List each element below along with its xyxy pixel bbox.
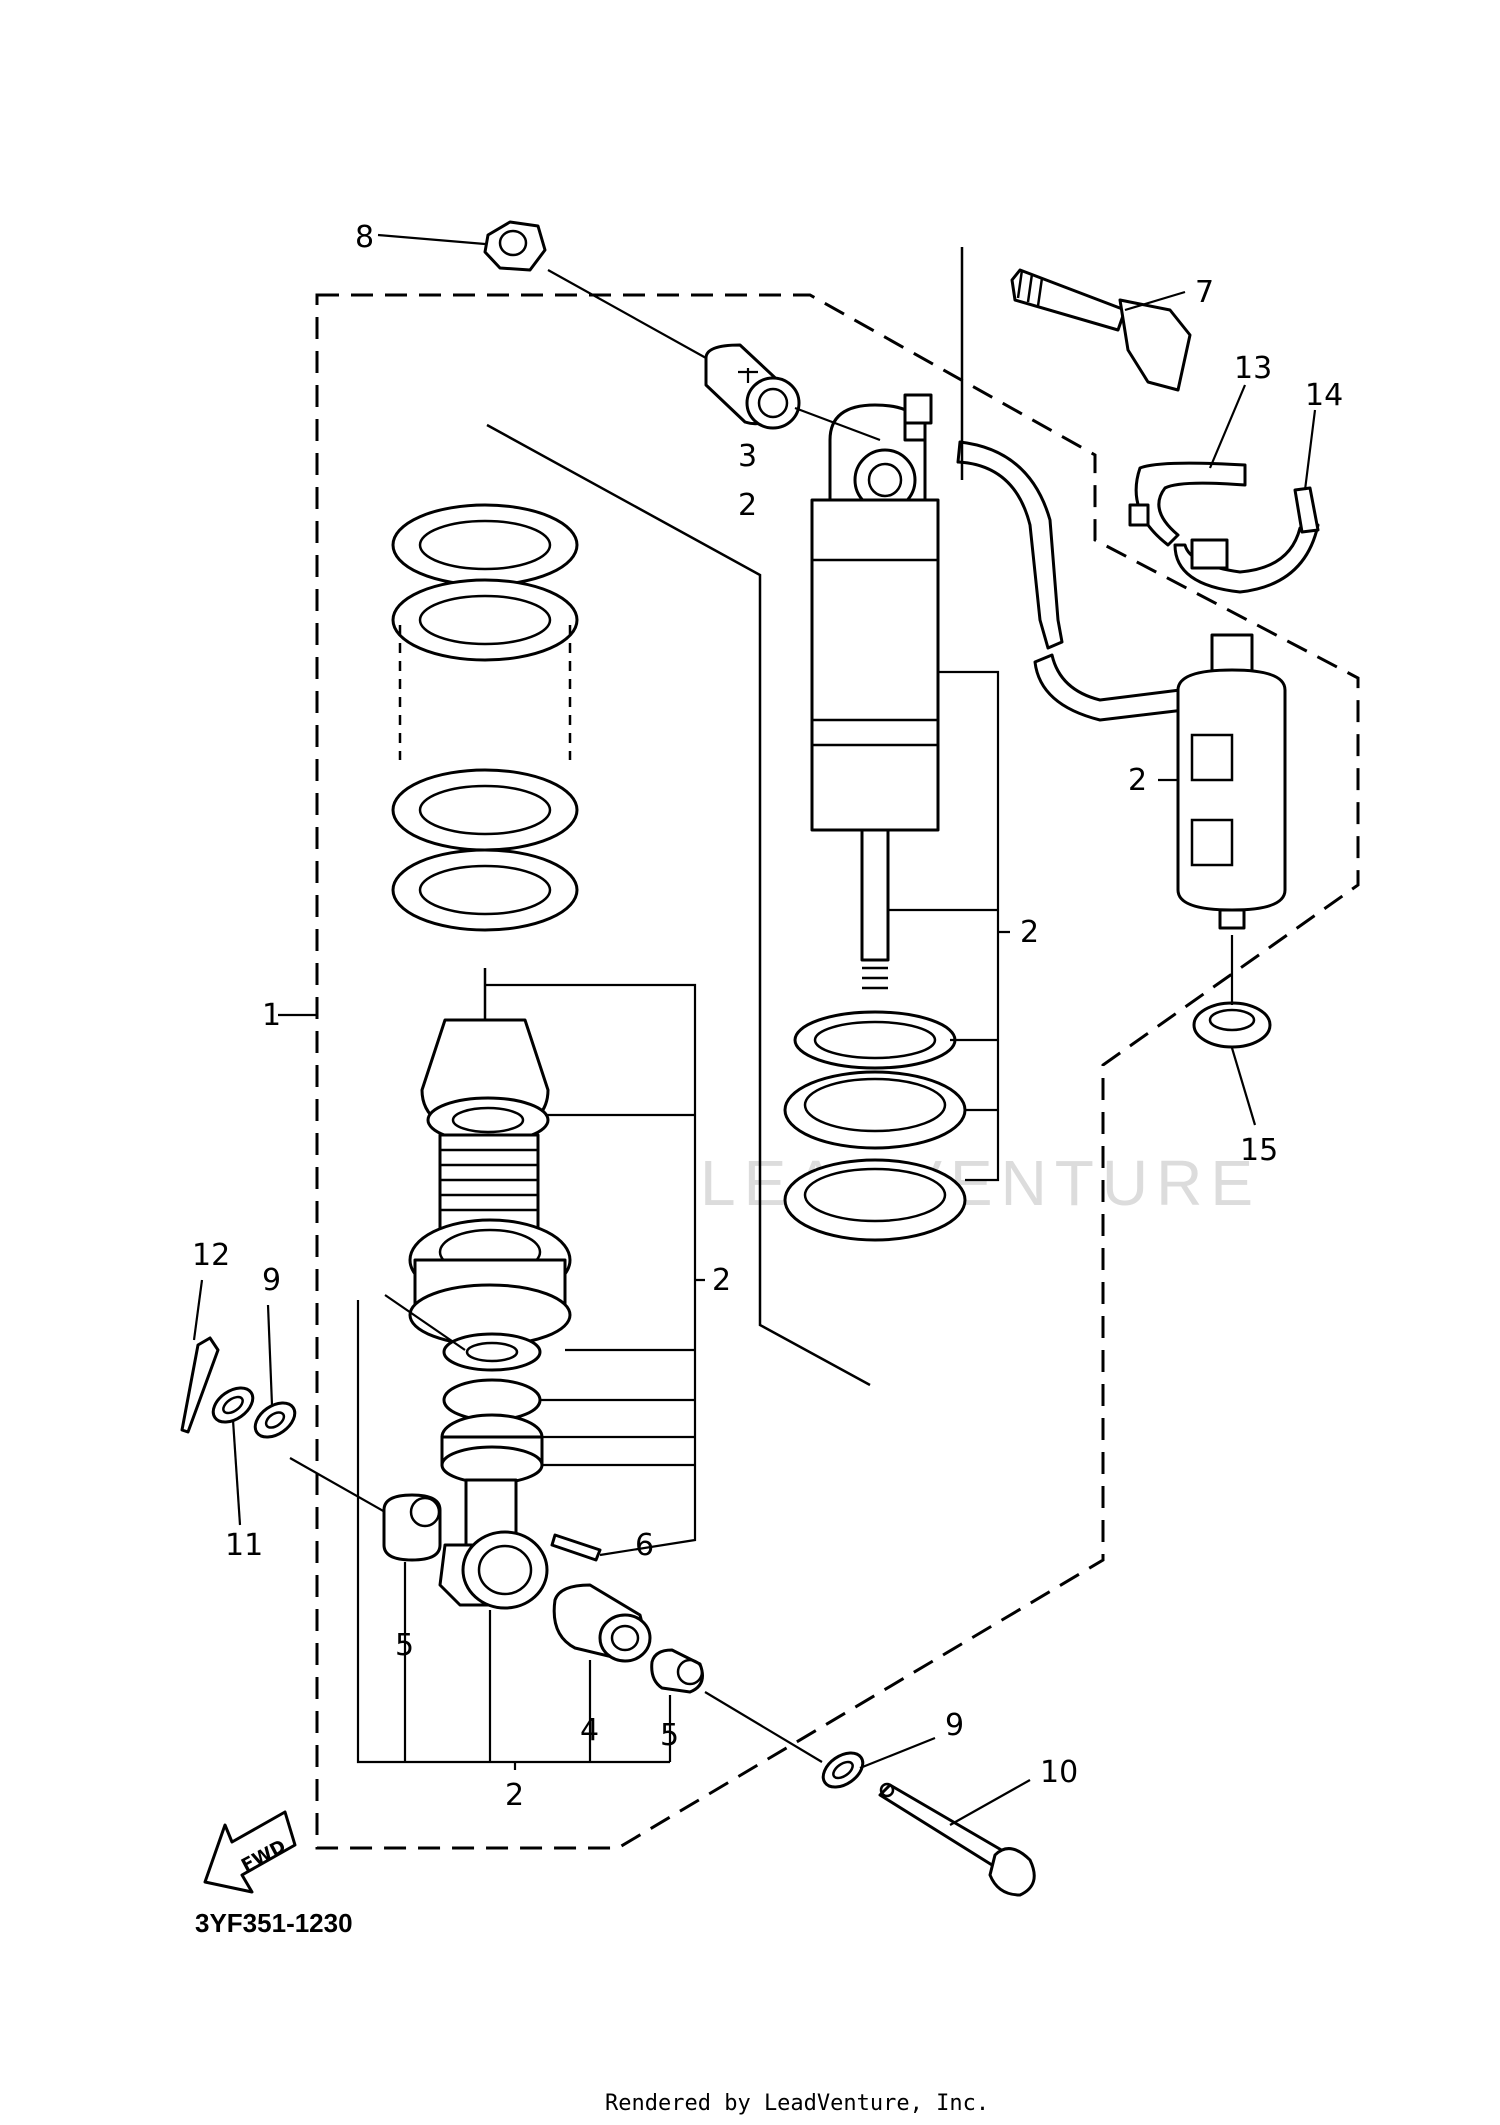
callout-5-left: 5 [395,1628,414,1663]
band-13 [1128,461,1247,547]
nut-8 [483,220,547,272]
callout-9-lower: 9 [945,1708,964,1743]
callout-11: 11 [225,1528,263,1563]
spring-bracket-line [486,423,871,1387]
adjuster-sleeve [438,1133,540,1232]
callout-3: 3 [738,439,757,474]
callout-14: 14 [1305,378,1343,413]
leader-lines [192,233,1317,1826]
damper-body [810,393,940,990]
reservoir-hose [956,440,1186,722]
lower-clevis [438,1478,549,1610]
assembly-boundary [315,293,1360,1850]
callout-4: 4 [580,1713,599,1748]
collar-5-left [382,1493,442,1562]
washer-9-upper [253,1401,297,1439]
callout-2-body: 2 [1020,915,1039,950]
band-14 [1173,486,1320,594]
lock-nut-lower [440,1413,544,1485]
callout-8: 8 [355,220,374,255]
coil-spring [391,423,871,1387]
footer-credit: Rendered by LeadVenture, Inc. [605,2091,989,2116]
watermark: LEADVENTURE [700,1147,1261,1219]
callout-2-reservoir: 2 [1128,763,1147,798]
cotter-pin-12 [180,1336,220,1434]
bolt-10 [878,1782,1036,1897]
callout-13: 13 [1234,351,1272,386]
grommet-15 [1192,1001,1272,1049]
bushing-4 [552,1583,652,1663]
collar-3 [704,343,801,430]
callout-labels: 8 3 2 7 13 14 2 2 15 1 2 12 9 11 6 5 4 5… [192,220,1343,1813]
bolt-7 [1010,268,1192,392]
washer-11 [211,1386,255,1424]
callout-12: 12 [192,1238,230,1273]
collar-5-right [650,1648,704,1694]
washer-9-lower [821,1751,865,1789]
rod-guide-lower [783,1158,967,1242]
reservoir [1176,633,1287,930]
lower-bearing [442,1332,542,1372]
callout-9-upper: 9 [262,1263,281,1298]
fwd-arrow-icon: FWD [203,1810,297,1894]
callout-5-right: 5 [660,1718,679,1753]
callout-2-bottom: 2 [505,1778,524,1813]
rod-seal [793,1010,957,1070]
callout-6: 6 [635,1528,654,1563]
callout-2-lower-stack: 2 [712,1263,731,1298]
callout-15: 15 [1240,1133,1278,1168]
callout-2-pivot: 2 [738,488,757,523]
lock-ring [408,1218,572,1347]
part-number: 3YF351-1230 [195,1908,353,1938]
callout-1: 1 [262,998,281,1033]
rod-guide-upper [783,1070,967,1150]
callout-7: 7 [1195,275,1214,310]
pin-6 [550,1533,602,1562]
callout-10: 10 [1040,1755,1078,1790]
